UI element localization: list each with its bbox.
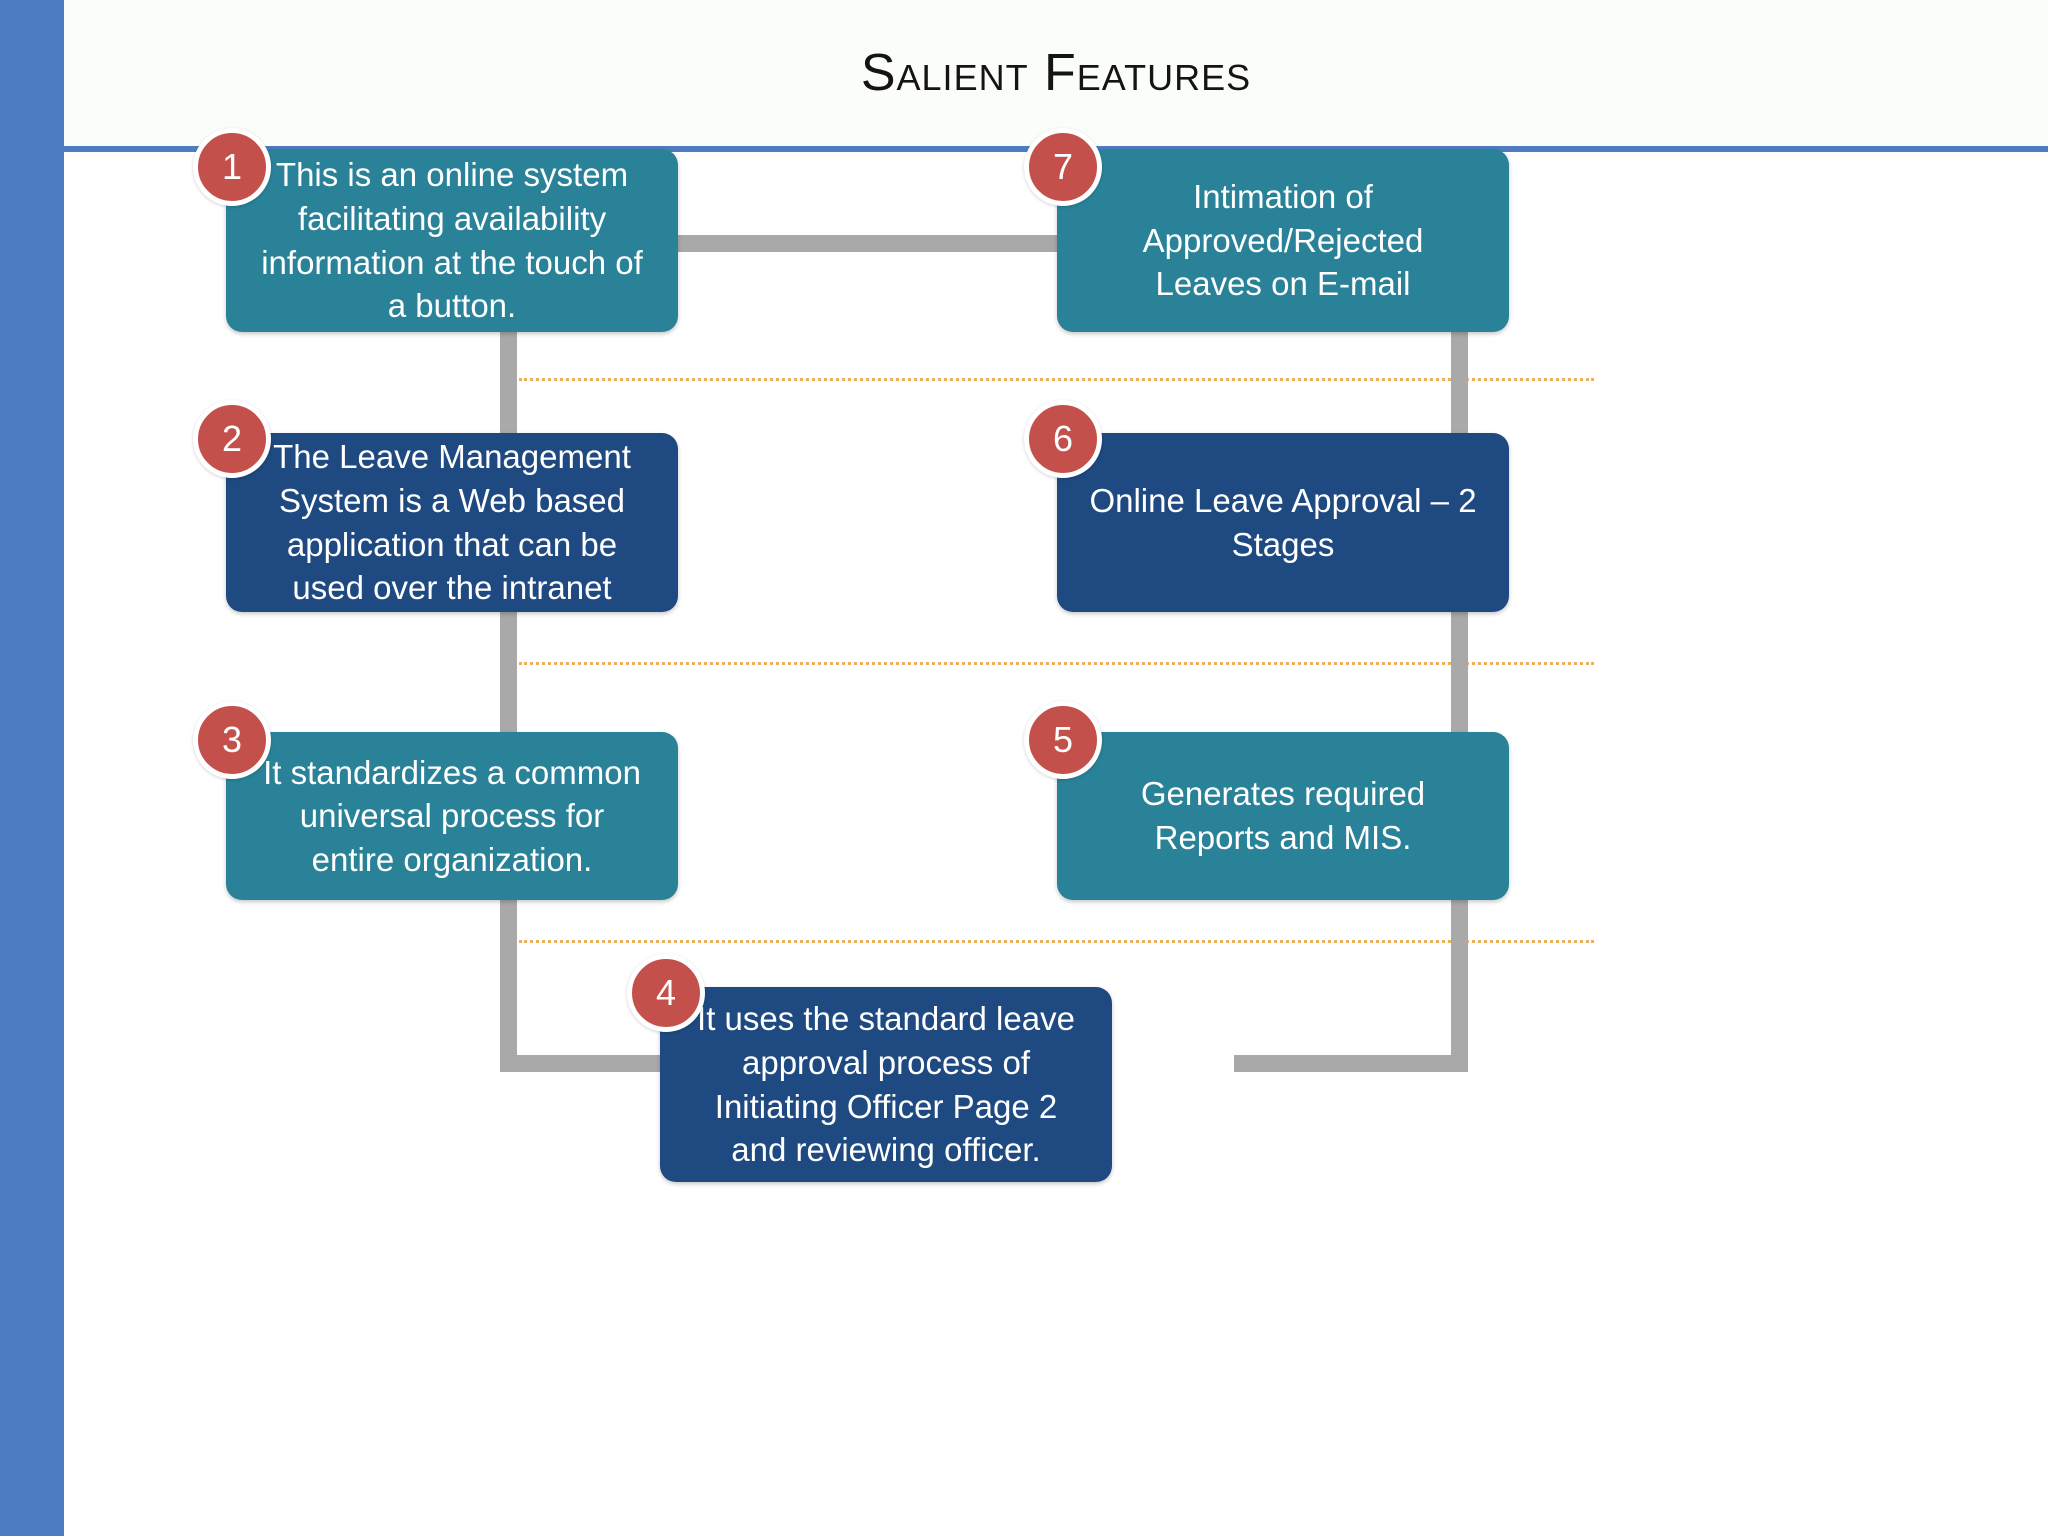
feature-box-5[interactable]: Generates required Reports and MIS. bbox=[1057, 732, 1509, 900]
feature-badge-1[interactable]: 1 bbox=[193, 128, 271, 206]
connector-3-to-4-vertical bbox=[500, 897, 517, 1072]
feature-box-7[interactable]: Intimation of Approved/Rejected Leaves o… bbox=[1057, 149, 1509, 332]
guide-line-1 bbox=[519, 378, 1594, 381]
feature-box-4[interactable]: It uses the standard leave approval proc… bbox=[660, 987, 1112, 1182]
left-accent-strip bbox=[0, 0, 64, 1536]
feature-box-3[interactable]: It standardizes a common universal proce… bbox=[226, 732, 678, 900]
diagram-canvas: This is an online system facilitating av… bbox=[64, 128, 2048, 1536]
feature-box-6-text: Online Leave Approval – 2 Stages bbox=[1089, 481, 1477, 563]
feature-box-7-text: Intimation of Approved/Rejected Leaves o… bbox=[1142, 178, 1424, 303]
feature-box-4-text: It uses the standard leave approval proc… bbox=[697, 1000, 1075, 1169]
connector-2-to-3 bbox=[500, 612, 517, 732]
connector-7-to-6 bbox=[1451, 332, 1468, 434]
feature-box-2-text: The Leave Management System is a Web bas… bbox=[273, 438, 631, 607]
feature-badge-5[interactable]: 5 bbox=[1024, 701, 1102, 779]
guide-line-2 bbox=[519, 662, 1594, 665]
connector-5-to-4-horizontal bbox=[1234, 1055, 1468, 1072]
connector-5-to-4-vertical bbox=[1451, 897, 1468, 1072]
feature-box-2[interactable]: The Leave Management System is a Web bas… bbox=[226, 433, 678, 612]
feature-box-6[interactable]: Online Leave Approval – 2 Stages bbox=[1057, 433, 1509, 612]
feature-box-1[interactable]: This is an online system facilitating av… bbox=[226, 149, 678, 332]
page-title: Salient Features bbox=[860, 44, 1252, 102]
feature-badge-7[interactable]: 7 bbox=[1024, 128, 1102, 206]
guide-line-3 bbox=[519, 940, 1594, 943]
feature-badge-6[interactable]: 6 bbox=[1024, 400, 1102, 478]
feature-badge-2[interactable]: 2 bbox=[193, 400, 271, 478]
feature-box-5-text: Generates required Reports and MIS. bbox=[1140, 775, 1426, 856]
feature-box-1-text: This is an online system facilitating av… bbox=[261, 156, 643, 325]
connector-1-to-2 bbox=[500, 332, 517, 434]
feature-badge-4[interactable]: 4 bbox=[627, 954, 705, 1032]
feature-box-3-text: It standardizes a common universal proce… bbox=[263, 753, 641, 878]
connector-6-to-5 bbox=[1451, 612, 1468, 732]
feature-badge-3[interactable]: 3 bbox=[193, 701, 271, 779]
